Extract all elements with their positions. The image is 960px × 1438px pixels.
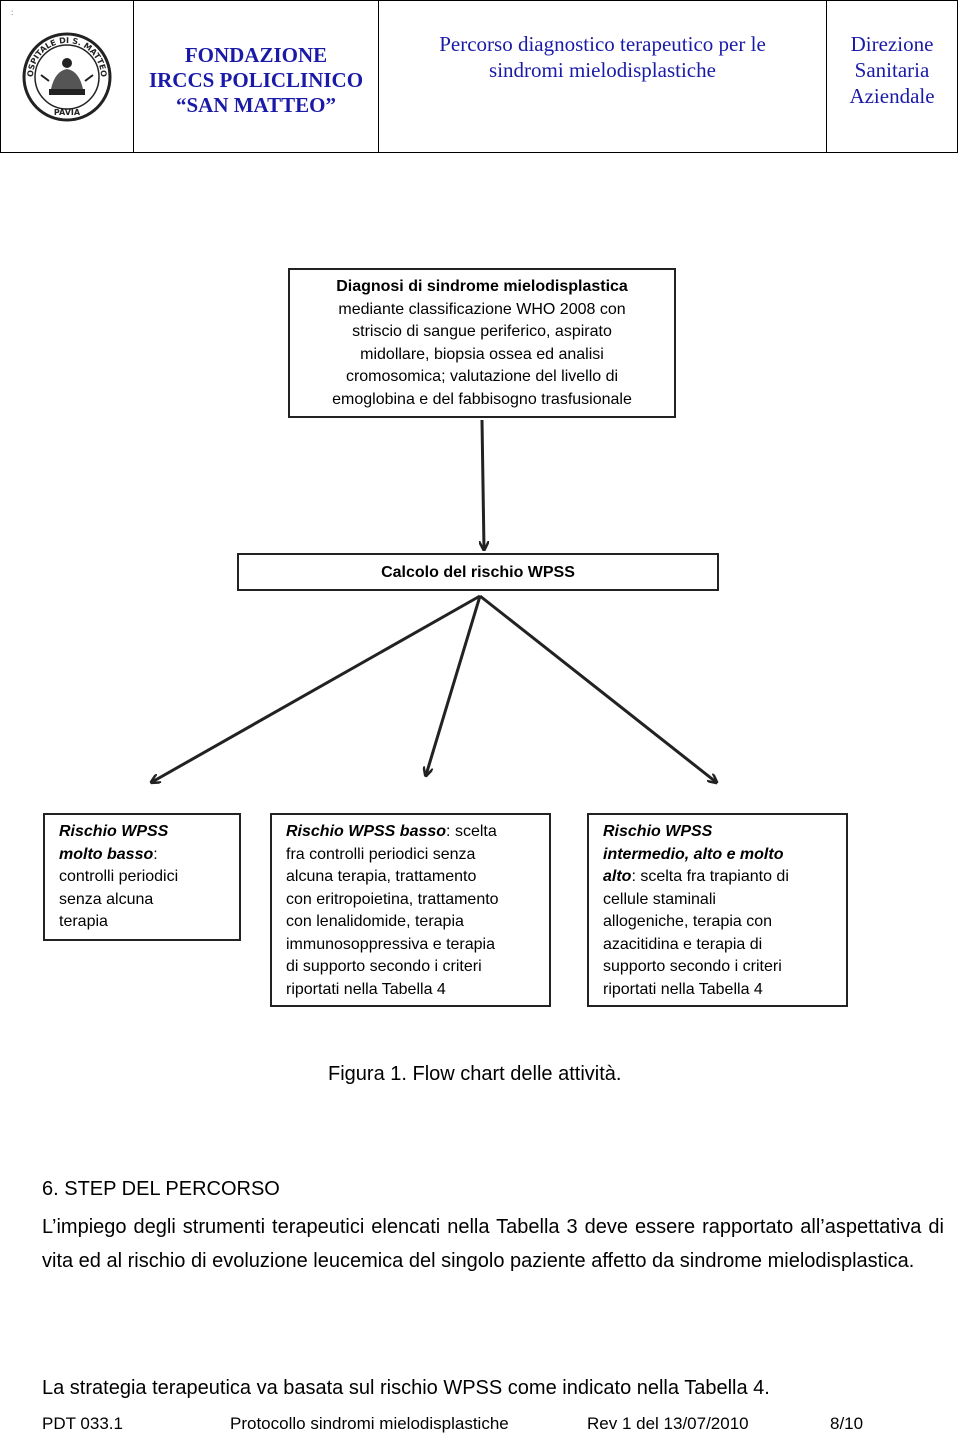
arrow-calc-to-low [426,595,482,775]
risk-high-line: allogeniche, terapia con [603,913,773,930]
document-title-line-1: Percorso diagnostico terapeutico per le [439,32,766,56]
diagnosis-title: Diagnosi di sindrome mielodisplastica [336,278,628,295]
risk-high-title-3: alto [603,868,632,885]
diagnosis-box: Diagnosi di sindrome mielodisplastica me… [288,268,676,418]
wpss-calc-label: Calcolo del rischio WPSS [381,564,575,581]
risk-very-low-line: terapia [59,913,108,930]
risk-high-title-3-row: alto: scelta fra trapianto di [603,866,846,889]
foundation-line-1: FONDAZIONE [184,43,328,67]
figure-caption: Figura 1. Flow chart delle attività. [328,1063,622,1085]
footer-code: PDT 033.1 [42,1414,123,1433]
risk-low-line: immunosoppressiva e terapia [286,935,495,953]
direction-line-2: Sanitaria [854,58,930,82]
direction-line-1: Direzione [850,32,934,56]
risk-low-line: fra controlli periodici senza [286,845,476,863]
section-title: 6. STEP DEL PERCORSO [42,1178,280,1200]
risk-low-line: riportati nella Tabella 4 [286,980,446,998]
risk-high-title-1: Rischio WPSS [603,823,713,840]
page-footer: PDT 033.1 Protocollo sindromi mielodispl… [42,1414,872,1436]
foundation-line-3: “SAN MATTEO” [175,93,337,117]
diagnosis-line: striscio di sangue periferico, aspirato [352,323,612,340]
risk-high-line: cellule staminali [603,890,716,908]
paragraph-2: La strategia terapeutica va basata sul r… [42,1377,770,1399]
risk-very-low-colon: : [153,845,158,863]
risk-very-low-title-2: molto basso [59,845,154,863]
risk-very-low-line: controlli periodici [59,868,179,885]
risk-very-low-title-2-row: molto basso: [59,844,239,867]
risk-high-title-2: intermedio, alto e molto [603,845,784,863]
arrow-calc-to-very-low [152,594,481,782]
arrow-diagnosis-to-calc [482,419,484,549]
direction-line-3: Aziendale [849,84,935,108]
risk-low-box: Rischio WPSS basso: scelta fra controlli… [270,813,551,1007]
paragraph-1: L’impiego degli strumenti terapeutici el… [42,1216,944,1272]
foundation-cell: FONDAZIONE IRCCS POLICLINICO “SAN MATTEO… [134,1,379,152]
risk-high-line: riportati nella Tabella 4 [603,980,763,998]
corner-mark: : [11,7,14,17]
risk-low-title-row: Rischio WPSS basso: scelta [286,821,549,844]
document-header: : OSPITALE DI S. MATTEO PAVIA FONDAZIONE… [0,0,958,153]
diagnosis-line: mediante classificazione WHO 2008 con [338,300,626,318]
diagnosis-line: emoglobina e del fabbisogno trasfusional… [332,390,632,408]
logo-cell: : OSPITALE DI S. MATTEO PAVIA [1,1,134,152]
wpss-calc-box: Calcolo del rischio WPSS [237,553,719,591]
foundation-line-2: IRCCS POLICLINICO [148,68,364,92]
risk-very-low-line: senza alcuna [59,890,154,908]
document-title-cell: Percorso diagnostico terapeutico per le … [379,1,827,152]
footer-revision: Rev 1 del 13/07/2010 [587,1414,749,1433]
hospital-seal-icon: OSPITALE DI S. MATTEO PAVIA [22,32,112,121]
diagnosis-line: midollare, biopsia ossea ed analisi [360,345,604,363]
risk-very-low-box: Rischio WPSS molto basso: controlli peri… [43,813,241,941]
risk-high-line: supporto secondo i criteri [603,958,782,975]
footer-protocol: Protocollo sindromi mielodisplastiche [230,1414,509,1433]
arrow-calc-to-high [479,594,716,782]
risk-low-line: di supporto secondo i criteri [286,958,482,975]
risk-low-line: alcuna terapia, trattamento [286,868,477,885]
risk-low-line: con eritropoietina, trattamento [286,890,499,908]
risk-high-box: Rischio WPSS intermedio, alto e molto al… [587,813,848,1007]
footer-page-number: 8/10 [830,1414,864,1433]
risk-high-line: azacitidina e terapia di [603,935,763,953]
risk-high-title-suffix: : scelta fra trapianto di [631,868,789,885]
risk-low-title-suffix: : scelta [446,823,497,840]
risk-low-title: Rischio WPSS basso [286,823,447,840]
direction-cell: Direzione Sanitaria Aziendale [827,1,957,152]
risk-low-line: con lenalidomide, terapia [286,913,464,930]
risk-very-low-title-1: Rischio WPSS [59,823,169,840]
seal-text-bottom: PAVIA [54,108,81,117]
diagnosis-line: cromosomica; valutazione del livello di [345,368,619,385]
document-title-line-2: sindromi mielodisplastiche [489,58,716,82]
